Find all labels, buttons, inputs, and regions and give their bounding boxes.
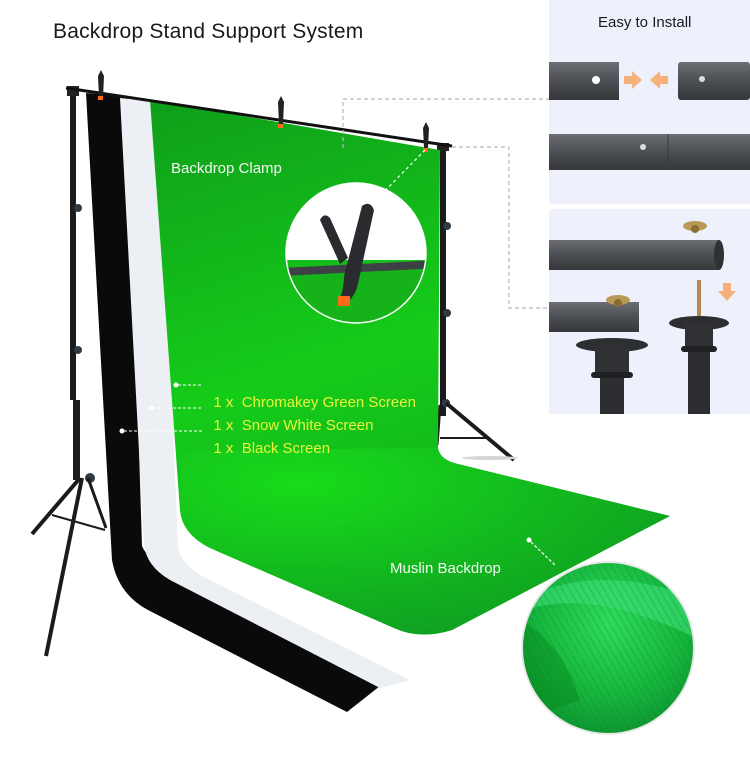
contents-name: Snow White Screen xyxy=(241,417,374,434)
contents-item: 1 x Snow White Screen xyxy=(205,400,373,434)
contents-item: 1 x Black Screen xyxy=(205,423,330,457)
contents-qty: 1 x xyxy=(213,394,234,411)
leader-line-install-top xyxy=(342,98,549,148)
arrow-down-icon xyxy=(718,283,736,301)
contents-item: 1 x Chromakey Green Screen xyxy=(205,377,416,411)
crossbar xyxy=(65,70,453,152)
wingnut-mount-step xyxy=(549,221,736,414)
contents-qty: 1 x xyxy=(213,417,234,434)
pole-joined-step xyxy=(549,134,750,170)
white-screen xyxy=(120,98,410,688)
height-knob-icon xyxy=(74,204,82,212)
install-panel-title: Easy to Install xyxy=(598,14,692,31)
leader-line-install-bottom xyxy=(452,146,549,309)
pole-join-step xyxy=(549,62,750,100)
contents-name: Chromakey Green Screen xyxy=(241,394,416,411)
wing-nut-icon xyxy=(606,295,630,307)
arrow-left-icon xyxy=(650,71,668,89)
wing-nut-icon xyxy=(683,221,707,233)
black-screen xyxy=(86,93,380,712)
right-stand xyxy=(435,143,518,462)
left-stand xyxy=(30,86,108,657)
backdrop-layers xyxy=(86,93,670,712)
contents-name: Black Screen xyxy=(241,440,331,457)
muslin-leader-line xyxy=(530,541,557,567)
clamp-icon xyxy=(278,96,284,128)
contents-leaders xyxy=(119,382,202,434)
height-knob-icon xyxy=(74,346,82,354)
green-floor xyxy=(180,448,670,635)
muslin-callout-label: Muslin Backdrop xyxy=(390,560,501,577)
contents-qty: 1 x xyxy=(213,440,234,457)
clamp-icon xyxy=(423,122,429,152)
muslin-fabric-circle xyxy=(522,562,694,734)
arrow-right-icon xyxy=(624,71,642,89)
clamp-callout-label: Backdrop Clamp xyxy=(171,160,282,177)
page-title: Backdrop Stand Support System xyxy=(53,20,364,43)
clamp-icon xyxy=(98,70,104,100)
